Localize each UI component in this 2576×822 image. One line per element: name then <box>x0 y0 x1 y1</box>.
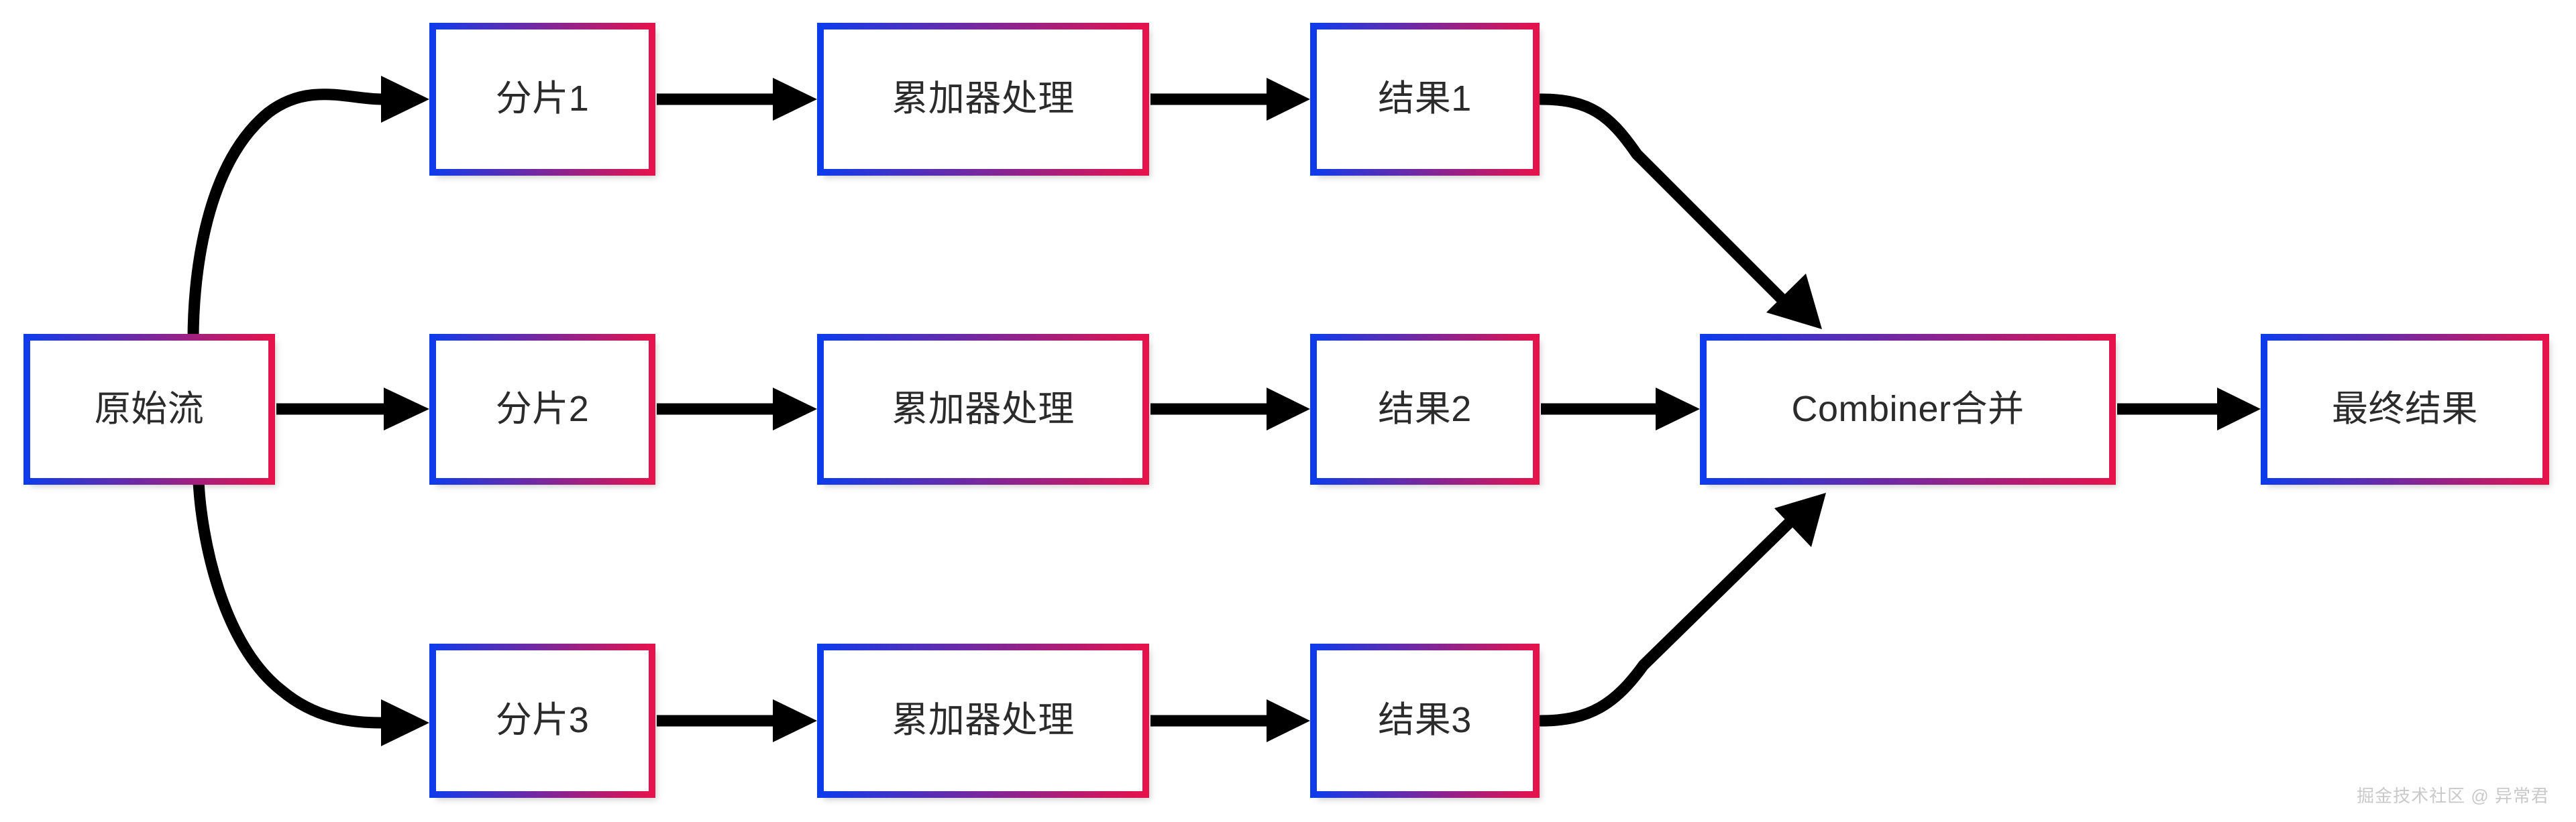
node-label-final-result: 最终结果 <box>2332 388 2478 429</box>
watermark: 掘金技术社区 @ 异常君 <box>2357 786 2549 806</box>
node-shard3[interactable]: 分片3 <box>429 644 655 798</box>
edge-source-to-shard1 <box>187 76 429 345</box>
edge-shard3-to-acc3 <box>657 699 817 742</box>
node-accumulator1[interactable]: 累加器处理 <box>817 23 1149 176</box>
node-source[interactable]: 原始流 <box>23 334 275 485</box>
edge-acc3-to-result3 <box>1150 699 1310 742</box>
node-label-shard2: 分片2 <box>495 388 590 429</box>
node-label-accumulator2: 累加器处理 <box>892 388 1075 429</box>
node-shard2[interactable]: 分片2 <box>429 334 655 485</box>
edge-shard2-to-acc2 <box>657 388 817 430</box>
node-accumulator2[interactable]: 累加器处理 <box>817 334 1149 485</box>
node-final-result[interactable]: 最终结果 <box>2261 334 2549 485</box>
node-label-result2: 结果2 <box>1378 388 1472 429</box>
edge-acc2-to-result2 <box>1150 388 1310 430</box>
node-label-result1: 结果1 <box>1378 78 1472 119</box>
node-shard1[interactable]: 分片1 <box>429 23 655 176</box>
node-label-source: 原始流 <box>94 388 205 429</box>
node-label-accumulator3: 累加器处理 <box>892 700 1075 741</box>
node-label-combiner: Combiner合并 <box>1791 388 2025 429</box>
node-label-shard1: 分片1 <box>495 78 590 119</box>
edge-source-to-shard3 <box>193 475 429 746</box>
node-combiner[interactable]: Combiner合并 <box>1700 334 2116 485</box>
node-accumulator3[interactable]: 累加器处理 <box>817 644 1149 798</box>
node-result2[interactable]: 结果2 <box>1310 334 1540 485</box>
node-result3[interactable]: 结果3 <box>1310 644 1540 798</box>
edge-shard1-to-acc1 <box>657 78 817 121</box>
node-label-accumulator1: 累加器处理 <box>892 78 1075 119</box>
edge-result3-to-combiner <box>1535 493 1826 727</box>
node-result1[interactable]: 结果1 <box>1310 23 1540 176</box>
edge-result2-to-combiner <box>1541 388 1700 430</box>
node-label-shard3: 分片3 <box>495 700 590 741</box>
edge-acc1-to-result1 <box>1150 78 1310 121</box>
edge-result1-to-combiner <box>1535 93 1822 329</box>
edge-source-to-shard2 <box>276 388 429 430</box>
edge-combiner-to-final <box>2117 388 2261 430</box>
node-label-result3: 结果3 <box>1378 700 1472 741</box>
